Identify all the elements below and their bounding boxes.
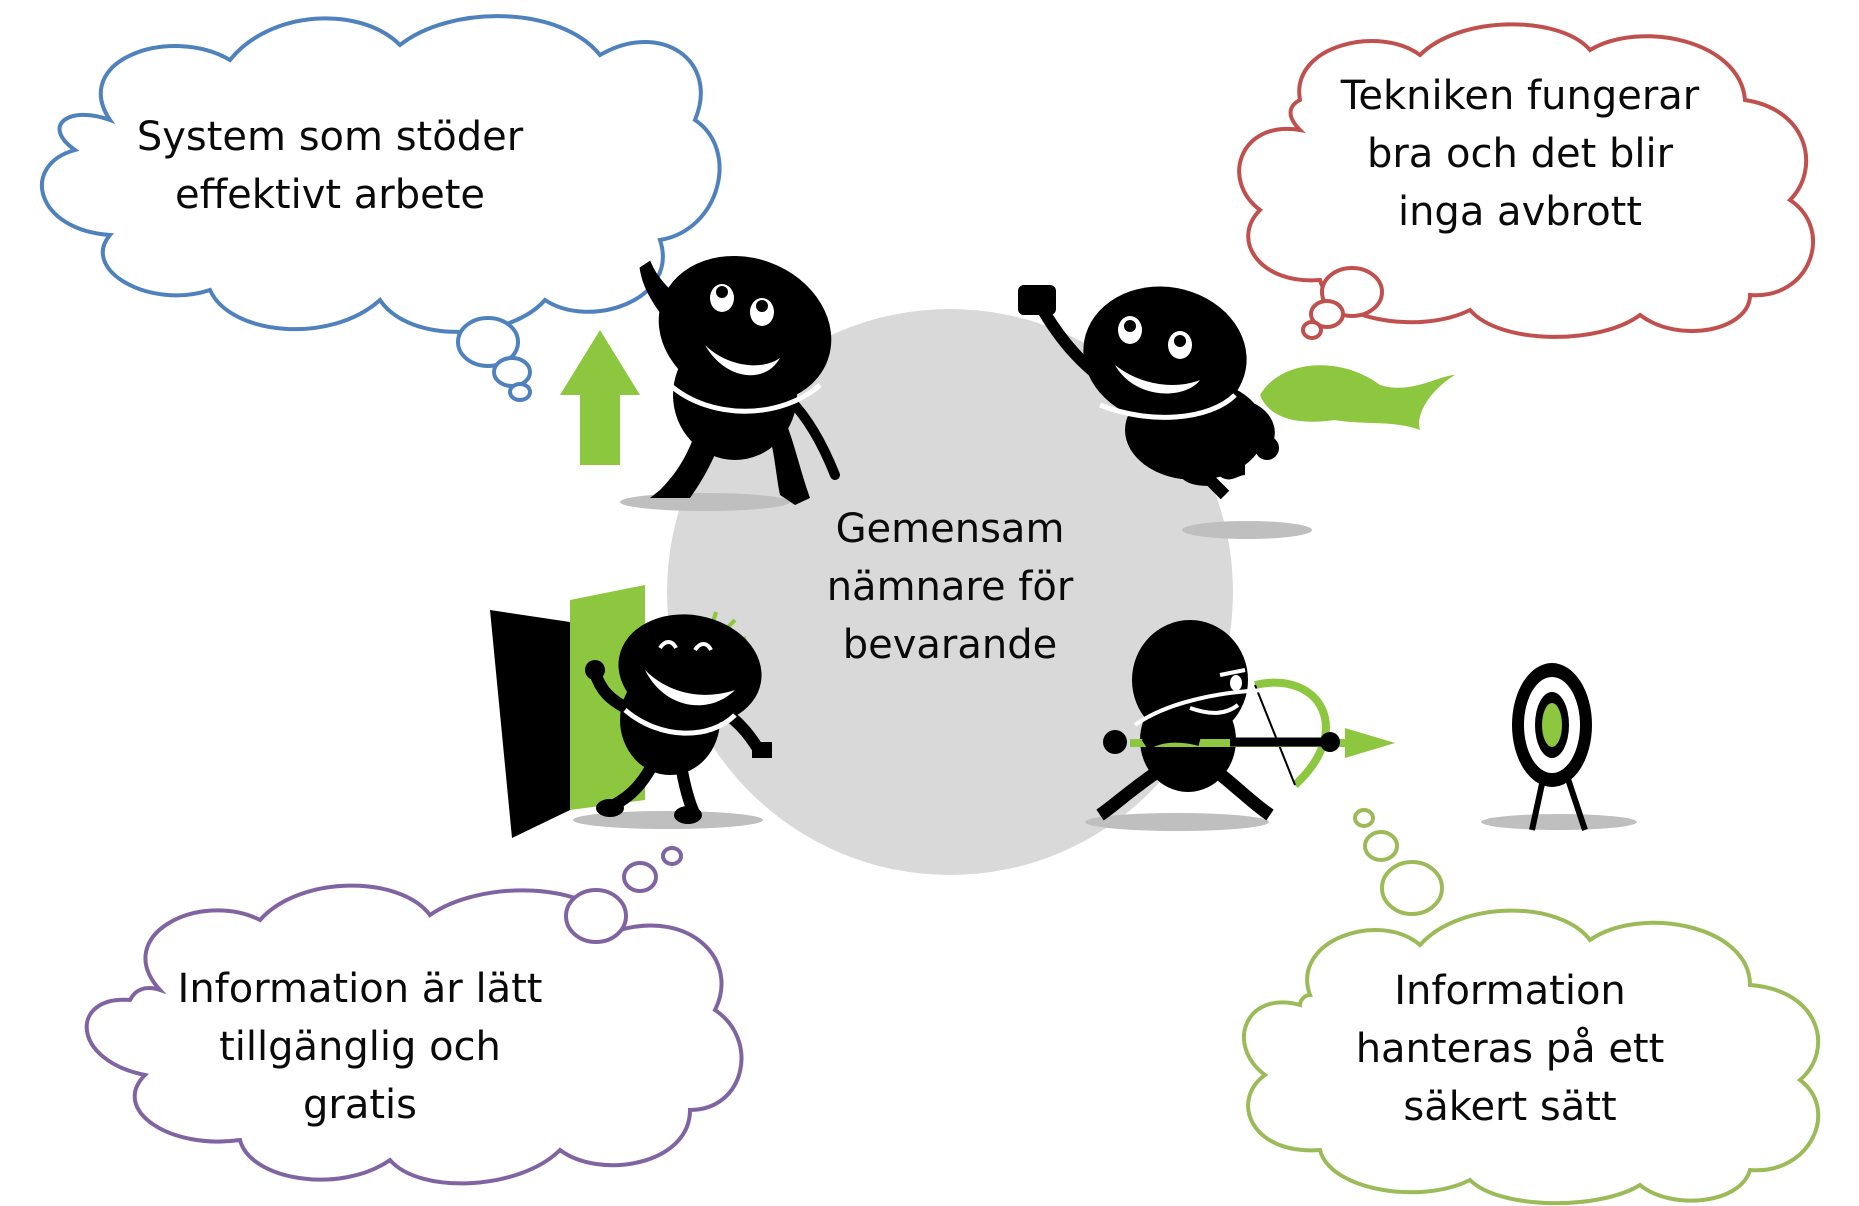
cloud-top-right-label: Tekniken fungerar bra och det blir inga … — [1340, 73, 1700, 235]
cloud-top-left — [39, 14, 722, 402]
bow-icon — [1254, 678, 1330, 788]
shadow — [620, 493, 790, 511]
arrow-tip-icon — [1345, 728, 1395, 758]
shadow — [573, 811, 763, 829]
cloud-top-right — [1237, 22, 1816, 340]
figure-top-left — [560, 255, 840, 511]
cloud-bottom-right-label: Information hanteras på ett säkert sätt — [1355, 968, 1665, 1130]
shadow — [1085, 813, 1269, 831]
shadow — [1182, 521, 1312, 539]
figure-bottom-right — [1085, 620, 1395, 831]
target-icon — [1481, 663, 1637, 831]
figure-bottom-left — [490, 585, 772, 838]
door-icon — [490, 610, 570, 838]
up-arrow-icon — [560, 330, 640, 465]
center-circle — [667, 309, 1233, 875]
cloud-bottom-left — [84, 846, 744, 1186]
cloud-bottom-right — [1242, 808, 1821, 1206]
cloud-top-left-label: System som stöder effektivt arbete — [136, 114, 524, 218]
figure-top-right — [1018, 285, 1455, 539]
center-label: Gemensam nämnare för bevarande — [826, 506, 1074, 668]
cloud-bottom-left-label: Information är lätt tillgänglig och grat… — [177, 966, 543, 1128]
cape-icon — [1260, 365, 1455, 430]
